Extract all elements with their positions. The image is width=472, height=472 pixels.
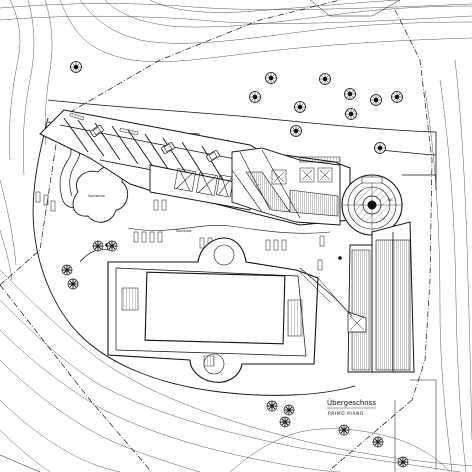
floor-subtitle: PRIMO PIANO bbox=[328, 411, 364, 417]
tower-note: WC bbox=[388, 198, 394, 202]
middle-wing bbox=[149, 147, 341, 226]
play-area-label: Spielwiese bbox=[88, 194, 105, 198]
drawing-caption: Übergeschoss PRIMO PIANO bbox=[327, 398, 376, 417]
property-outline bbox=[32, 117, 356, 396]
round-tower: WC bbox=[341, 174, 403, 236]
east-wing bbox=[347, 221, 415, 373]
misc-lines bbox=[0, 0, 437, 472]
courtyard-label: Spielplatz bbox=[176, 229, 192, 233]
play-area: Spielwiese bbox=[72, 165, 129, 223]
floor-title: Übergeschoss bbox=[327, 398, 376, 407]
courtyard-path bbox=[127, 225, 331, 234]
terrace-edge bbox=[79, 248, 353, 317]
pool-complex bbox=[107, 237, 319, 383]
